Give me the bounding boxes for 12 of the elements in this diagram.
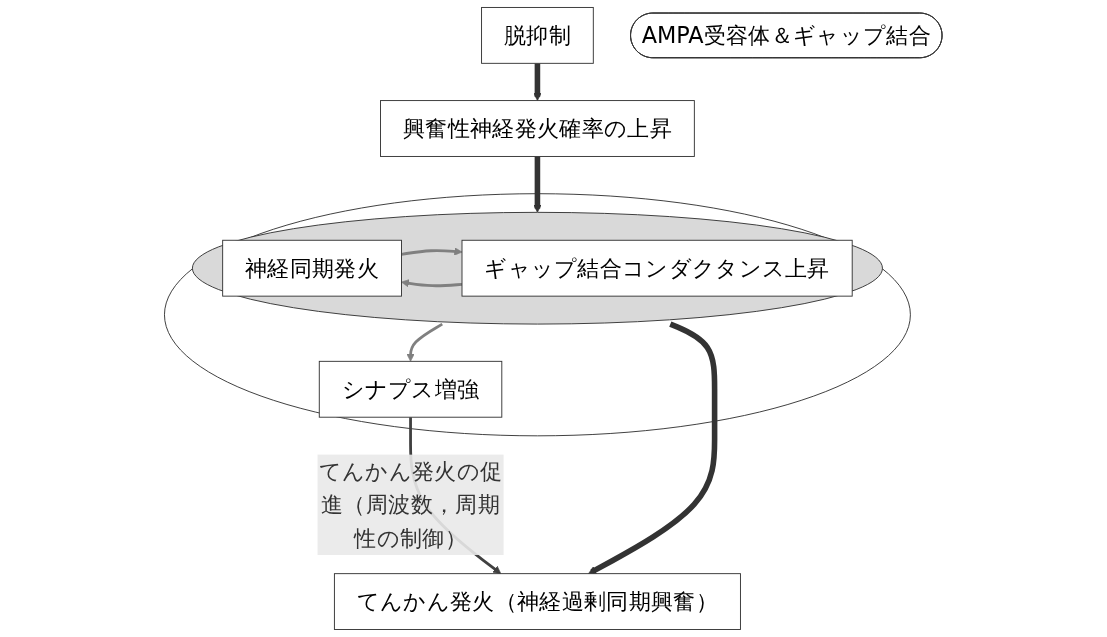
node-box: てんかん発火（神経過剰同期興奮） xyxy=(334,573,742,630)
arrow xyxy=(588,321,718,575)
node-box: シナプス増強 xyxy=(319,360,503,418)
arrow xyxy=(401,279,463,288)
node-box: 脱抑制 xyxy=(481,7,595,64)
arrow xyxy=(401,247,463,256)
node-box: 興奮性神経発火確率の上昇 xyxy=(380,100,696,157)
arrow xyxy=(533,156,542,213)
node-box: 神経同期発火 xyxy=(222,239,403,297)
node-box: ギャップ結合コンダクタンス上昇 xyxy=(461,239,853,297)
edge-label: てんかん発火の促進（周波数，周期性の制御） xyxy=(319,458,503,552)
arrow xyxy=(533,63,542,101)
